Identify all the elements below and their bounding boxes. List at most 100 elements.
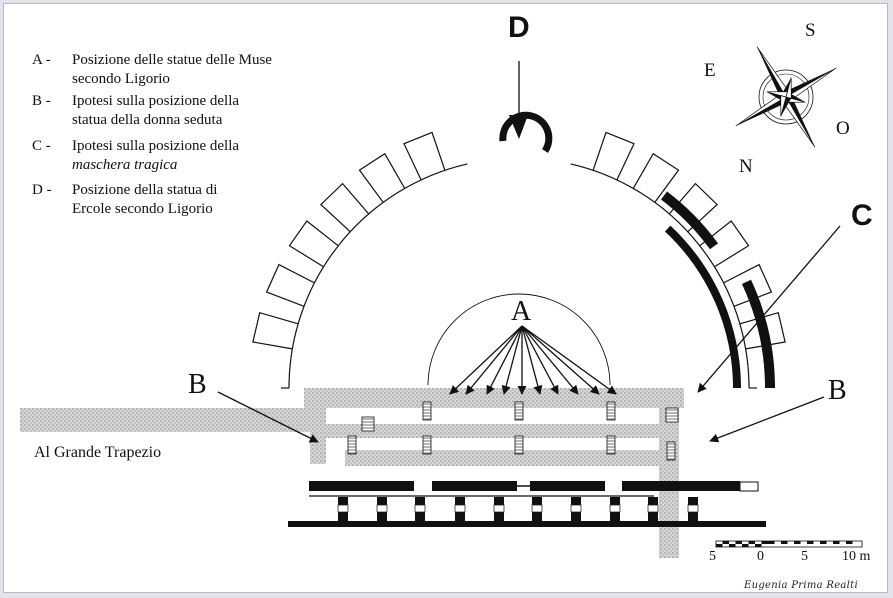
niche: [320, 182, 370, 233]
compass-rose: [735, 46, 837, 148]
hatch-block: [422, 401, 432, 421]
pillar-mid: [687, 504, 699, 513]
scale-seg: [794, 541, 801, 544]
scale-seg: [748, 541, 755, 544]
pillar-top: [532, 497, 542, 505]
arrow-b-right: [709, 396, 825, 443]
scale-seg: [781, 541, 788, 544]
arrows: [217, 61, 841, 443]
arrows-to-muses: [449, 325, 617, 395]
niche: [358, 152, 406, 203]
pillar-base: [338, 512, 348, 521]
pillar-top: [571, 497, 581, 505]
pillar-mid: [493, 504, 505, 513]
black-band: [664, 225, 741, 388]
niche: [632, 152, 680, 203]
muse-arrow: [465, 325, 523, 395]
stippled-paving: [20, 388, 684, 558]
compass-point-dark: [780, 97, 792, 117]
scale-label: 0: [757, 549, 764, 564]
hemicycle-exedra: [252, 131, 786, 389]
pillar-top: [455, 497, 465, 505]
pillar-mid: [337, 504, 349, 513]
muse-arrow: [501, 325, 523, 395]
compass-n: N: [739, 156, 753, 177]
niche: [403, 131, 446, 181]
grande-trapezio-label: Al Grande Trapezio: [34, 444, 162, 461]
hatch-block: [514, 401, 524, 421]
pillar-base: [455, 512, 465, 521]
pillar-base: [688, 512, 698, 521]
niche: [252, 311, 299, 350]
hemicycle-wall-right: [570, 163, 750, 389]
pillar-top: [610, 497, 620, 505]
pillar-base: [571, 512, 581, 521]
marker-b-left: B: [188, 369, 207, 400]
pillar-base: [415, 512, 425, 521]
hatch-block: [514, 435, 524, 455]
scale-seg: [729, 544, 736, 547]
compass-o: O: [836, 118, 850, 139]
pillar-base: [532, 512, 542, 521]
pillar-mid: [376, 504, 388, 513]
scale-bar: [715, 540, 863, 548]
compass-e: E: [704, 60, 716, 81]
scale-seg: [761, 541, 768, 544]
compass-s: S: [805, 20, 816, 41]
hatch-block: [361, 416, 375, 432]
pillar-mid: [570, 504, 582, 513]
author-signature: Eugenia Prima Realti: [744, 580, 858, 591]
marker-b-right: B: [828, 375, 847, 406]
site-plan-drawing: [20, 46, 863, 558]
pillar-base: [610, 512, 620, 521]
scale-label: 10 m: [842, 549, 871, 564]
portico-walls: [288, 481, 766, 527]
marker-c: C: [851, 199, 873, 232]
scale-seg: [735, 541, 742, 544]
pillar-top: [415, 497, 425, 505]
hatch-block: [347, 435, 357, 455]
portico-pillars: [337, 497, 699, 521]
scale-seg: [768, 541, 775, 544]
scale-label: 5: [801, 549, 808, 564]
niche: [265, 263, 315, 307]
muse-arrow: [521, 325, 559, 395]
figure-frame: A - Posizione delle statue delle Muse se…: [3, 3, 888, 593]
hatch-block: [422, 435, 432, 455]
pillar-base: [377, 512, 387, 521]
pillar-top: [688, 497, 698, 505]
niche: [592, 131, 635, 181]
pillar-mid: [531, 504, 543, 513]
pillar-top: [648, 497, 658, 505]
hatch-block: [666, 441, 676, 461]
compass-point-light: [780, 95, 787, 117]
niche: [699, 220, 750, 268]
scale-seg: [742, 544, 749, 547]
scale-seg: [820, 541, 827, 544]
pillar-mid: [647, 504, 659, 513]
pillar-base: [648, 512, 658, 521]
muse-arrow: [449, 325, 523, 395]
pillar-mid: [414, 504, 426, 513]
scale-seg: [755, 544, 762, 547]
muse-arrow: [486, 325, 523, 395]
inner-semicircle: [427, 293, 611, 386]
muse-arrow: [521, 325, 617, 395]
scale-seg: [833, 541, 840, 544]
scale-label: 5: [709, 549, 716, 564]
arrow-c: [697, 225, 841, 393]
scale-seg: [722, 541, 729, 544]
hatch-block: [665, 407, 679, 423]
muse-arrow: [521, 325, 543, 395]
niche: [668, 182, 718, 233]
muse-arrow: [521, 325, 600, 395]
muse-arrow: [521, 325, 579, 395]
scale-seg: [807, 541, 814, 544]
hatched-blocks: [347, 401, 679, 461]
black-band: [661, 191, 719, 250]
hatch-block: [606, 401, 616, 421]
scale-seg: [846, 541, 853, 544]
hemicycle-wall-left: [288, 163, 468, 389]
pillar-top: [377, 497, 387, 505]
highlighted-niches: [661, 191, 775, 388]
